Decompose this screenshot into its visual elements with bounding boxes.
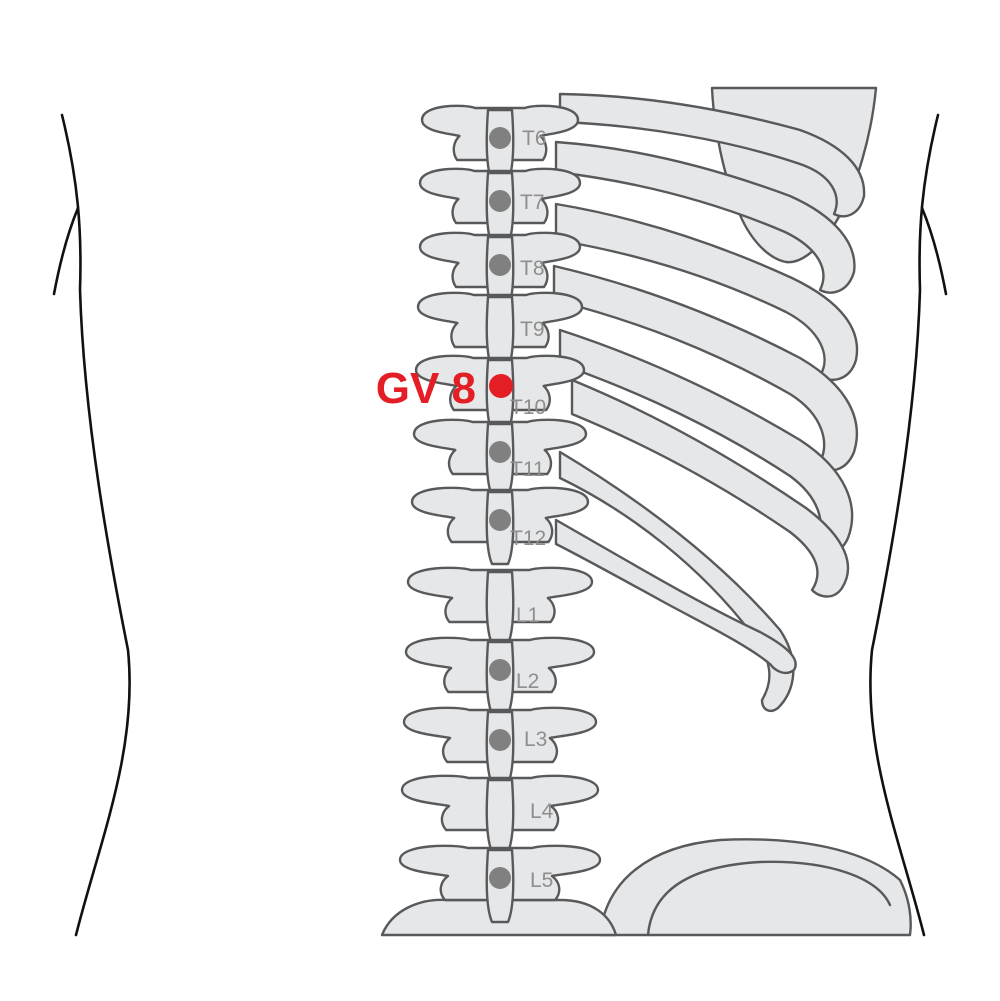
- body-outline: [52, 113, 948, 937]
- vertebra-l4: [400, 774, 600, 854]
- marker-l3: [489, 729, 511, 751]
- spinous-process: [485, 570, 515, 646]
- marker-l2: [489, 659, 511, 681]
- rib-11: [558, 450, 795, 712]
- vertebra-label-t10: T10: [510, 396, 546, 419]
- vertebra-label-l3: L3: [524, 728, 547, 751]
- vertebra-label-t6: T6: [522, 127, 547, 150]
- gv8-label: GV 8: [376, 364, 476, 413]
- rib-cage: [552, 86, 878, 712]
- marker-t11: [489, 441, 511, 463]
- vertebra-l1: [406, 566, 594, 646]
- marker-t12: [489, 509, 511, 531]
- vertebra-label-t11: T11: [510, 458, 545, 481]
- left-torso-outline: [60, 113, 131, 937]
- vertebra-label-l2: L2: [516, 670, 539, 693]
- rib-8: [552, 264, 859, 472]
- spinous-process: [485, 778, 515, 854]
- vertebra-label-t12: T12: [510, 527, 546, 550]
- iliac-crest-inner: [646, 860, 892, 937]
- iliac-crest: [598, 838, 912, 937]
- marker-l5: [489, 867, 511, 889]
- vertebra-t9: [416, 291, 584, 371]
- left-arm-outline: [52, 206, 80, 296]
- vertebra-label-t9: T9: [520, 318, 545, 341]
- right-arm-outline: [920, 206, 948, 296]
- vertebra-label-t8: T8: [520, 257, 545, 280]
- marker-t7: [489, 190, 511, 212]
- right-torso-outline: [869, 113, 940, 937]
- vertebra-label-l4: L4: [530, 800, 554, 823]
- rib-7: [554, 202, 859, 381]
- rib-12: [554, 518, 797, 675]
- gv8-marker: [489, 374, 513, 398]
- rib-upper: [558, 92, 866, 218]
- vertebra-label-t7: T7: [520, 191, 545, 214]
- gv8-point: GV 8: [376, 364, 513, 413]
- marker-t8: [489, 254, 511, 276]
- vertebra-label-l5: L5: [530, 869, 553, 892]
- rib-6: [554, 140, 856, 294]
- marker-t6: [489, 127, 511, 149]
- pelvis: [380, 838, 912, 937]
- vertebra-label-l1: L1: [516, 604, 539, 627]
- rib-10: [570, 378, 850, 598]
